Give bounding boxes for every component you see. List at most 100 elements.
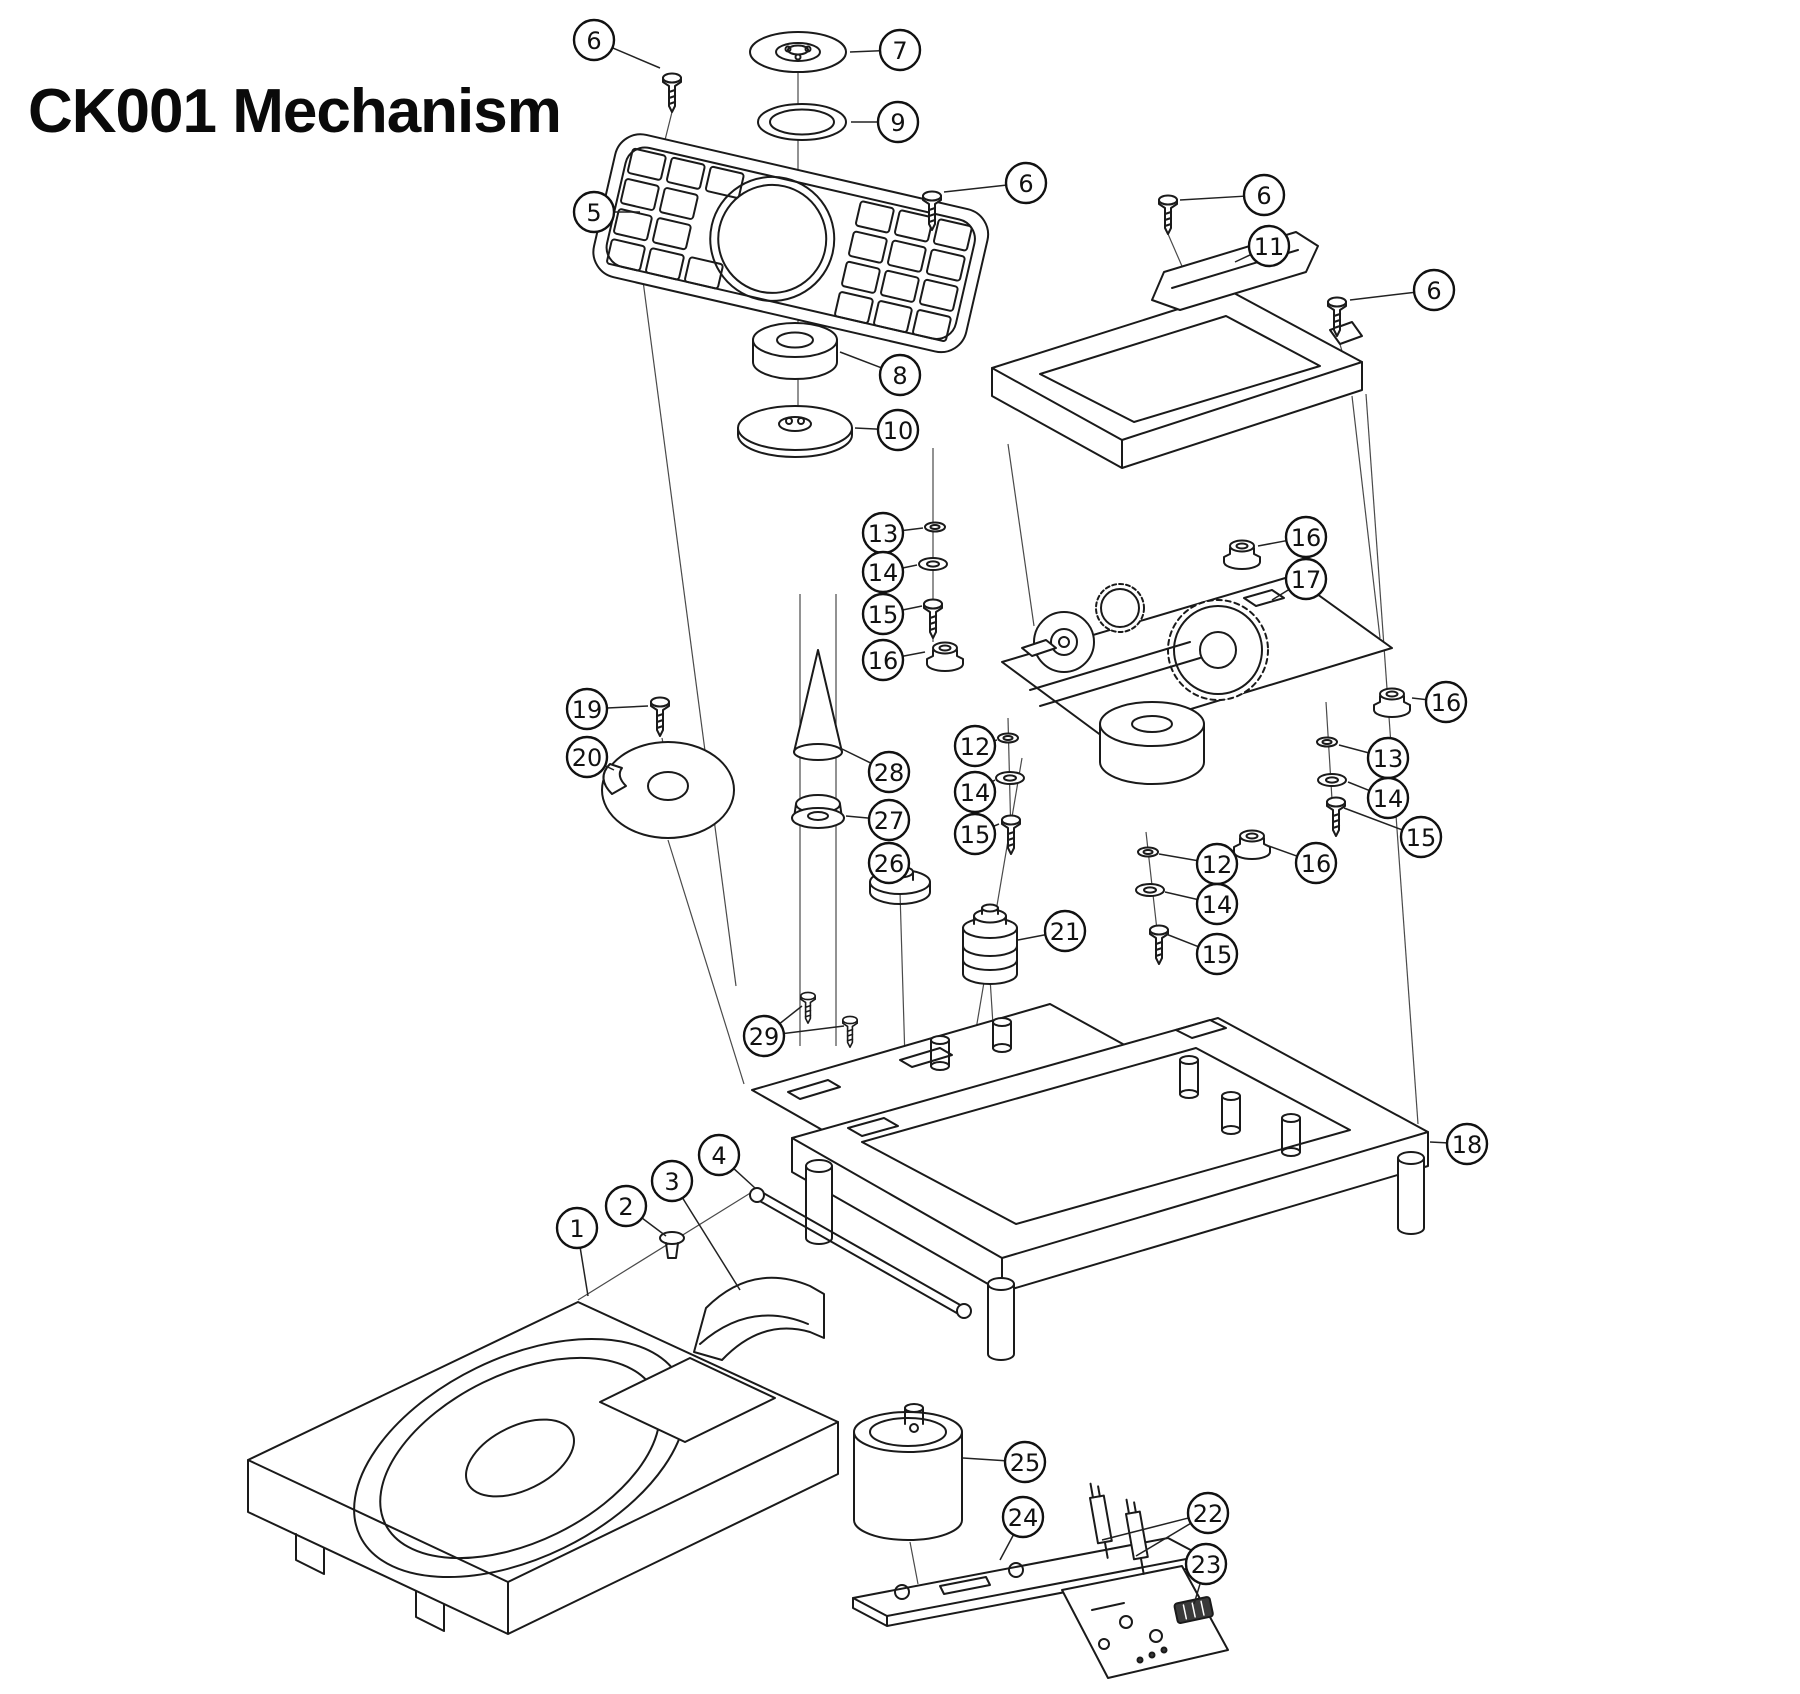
part-16-grommet (926, 641, 964, 672)
callout-leader-27 (845, 815, 870, 819)
callout-16: 16 (1294, 841, 1338, 885)
callout-13: 13 (861, 511, 905, 555)
svg-text:14: 14 (1202, 891, 1233, 919)
part-6-screw (1158, 194, 1178, 235)
svg-text:20: 20 (572, 744, 603, 772)
callout-leader-22 (1101, 1517, 1189, 1541)
callout-5: 5 (572, 190, 616, 234)
part-24-pcb (852, 1537, 1229, 1679)
svg-text:15: 15 (960, 821, 991, 849)
callout-7: 7 (878, 28, 922, 72)
callout-24: 24 (1001, 1495, 1045, 1539)
callout-leader-23 (1193, 1582, 1201, 1605)
callout-leader-4 (733, 1167, 756, 1189)
callout-4: 4 (697, 1133, 741, 1177)
part-13-washer (1316, 736, 1338, 748)
part-15-screw (923, 598, 943, 639)
part-29-screw (799, 991, 817, 1025)
svg-text:27: 27 (874, 807, 905, 835)
svg-text:26: 26 (874, 850, 905, 878)
callout-leader-19 (606, 705, 649, 709)
callout-leader-24 (999, 1534, 1015, 1561)
svg-text:6: 6 (586, 27, 601, 55)
svg-text:6: 6 (1018, 170, 1033, 198)
callout-15: 15 (1195, 932, 1239, 976)
part-28-cone-spring (793, 649, 843, 761)
parts-artwork (247, 31, 1429, 1679)
part-18-base-chassis (791, 1017, 1429, 1361)
part-21-cam-gear (962, 903, 1018, 985)
svg-text:14: 14 (960, 779, 991, 807)
svg-text:29: 29 (749, 1023, 780, 1051)
callout-16: 16 (1424, 680, 1468, 724)
part-22-switches (1089, 1482, 1149, 1575)
callout-leader-16 (902, 651, 926, 657)
svg-text:24: 24 (1008, 1504, 1039, 1532)
callout-leader-17 (1271, 588, 1290, 601)
callout-leader-25 (962, 1457, 1006, 1462)
svg-text:12: 12 (1202, 851, 1233, 879)
callout-3: 3 (650, 1159, 694, 1203)
svg-text:5: 5 (586, 199, 601, 227)
part-11-clamp-bracket (991, 231, 1363, 469)
svg-text:6: 6 (1426, 277, 1441, 305)
part-15-screw (1326, 796, 1346, 837)
callout-12: 12 (953, 724, 997, 768)
callout-25: 25 (1003, 1440, 1047, 1484)
callout-8: 8 (878, 353, 922, 397)
callout-6: 6 (1004, 161, 1048, 205)
svg-text:19: 19 (572, 696, 603, 724)
callout-leader-22 (1135, 1522, 1192, 1557)
part-12-washer (1137, 846, 1159, 858)
callout-21: 21 (1043, 909, 1087, 953)
svg-text:16: 16 (868, 647, 899, 675)
svg-text:23: 23 (1191, 1551, 1222, 1579)
svg-text:22: 22 (1193, 1500, 1224, 1528)
part-29-screw (841, 1015, 859, 1048)
part-19-screw (650, 696, 670, 737)
callout-19: 19 (565, 687, 609, 731)
part-25-loading-motor (853, 1403, 963, 1541)
svg-text:18: 18 (1452, 1131, 1483, 1159)
part-10-turntable (737, 405, 853, 458)
deck-plate (751, 1003, 1153, 1149)
part-14-washer (1317, 773, 1347, 787)
part-13-washer (924, 521, 946, 533)
svg-text:15: 15 (1202, 941, 1233, 969)
part-14-washer (995, 771, 1025, 785)
svg-text:9: 9 (890, 109, 905, 137)
svg-text:7: 7 (892, 37, 907, 65)
part-7-clamper-cap (749, 31, 847, 73)
callout-6: 6 (1242, 173, 1286, 217)
callout-leader-16 (1411, 697, 1427, 701)
svg-text:10: 10 (883, 417, 914, 445)
part-3-cover (693, 1276, 825, 1361)
callout-leader-6 (1349, 291, 1415, 301)
svg-text:15: 15 (868, 601, 899, 629)
callout-leader-15 (902, 605, 923, 611)
callout-12: 12 (1195, 842, 1239, 886)
callout-leader-6 (1179, 195, 1245, 201)
part-15-screw (1001, 814, 1021, 855)
callout-17: 17 (1284, 557, 1328, 601)
callout-20: 20 (565, 735, 609, 779)
callout-23: 23 (1184, 1542, 1228, 1586)
callout-leader-20 (604, 765, 615, 771)
callout-2: 2 (604, 1184, 648, 1228)
callout-leader-3 (681, 1197, 741, 1291)
callout-leader-8 (839, 351, 882, 369)
callout-leader-16 (1257, 539, 1287, 547)
part-16-grommet (1373, 687, 1411, 718)
callout-leader-14 (902, 564, 918, 569)
svg-text:15: 15 (1406, 824, 1437, 852)
callout-11: 11 (1247, 224, 1291, 268)
callout-leader-15 (1343, 807, 1403, 831)
callout-leader-29 (783, 1025, 845, 1035)
callout-28: 28 (867, 750, 911, 794)
part-9-friction-ring (757, 103, 847, 141)
part-15-screw (1149, 924, 1169, 965)
callout-13: 13 (1366, 736, 1410, 780)
part-6-screw (662, 72, 682, 113)
